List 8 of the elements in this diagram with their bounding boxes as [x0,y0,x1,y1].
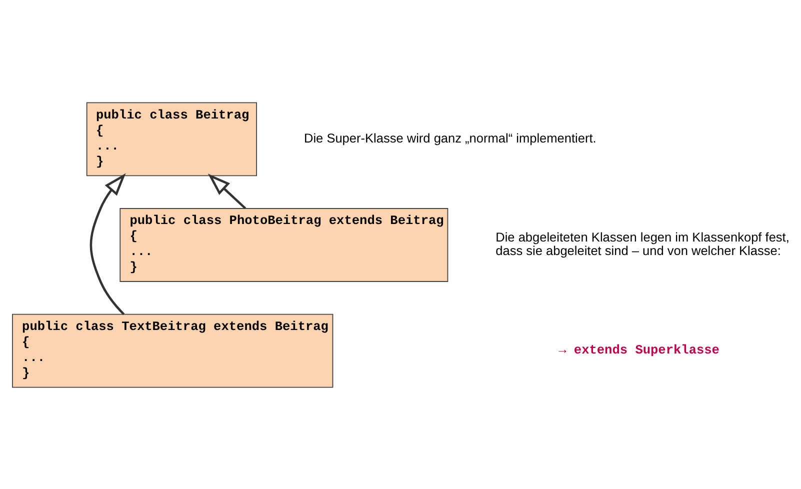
node-box: public class PhotoBeitrag extends Beitrag { ... } [120,208,448,282]
node-box: public class Beitrag { ... } [86,102,258,176]
label: → extends Superklasse [558,342,720,357]
label: Die abgeleiteten Klassen legen im Klassenkopf fest, dass sie abgeleitet sind – und von welcher Klasse: [496,229,790,258]
arrow [208,173,246,209]
arrow [90,172,126,315]
label: Die Super-Klasse wird ganz „normal“ implementiert. [304,130,596,146]
node-box: public class TextBeitrag extends Beitrag { ... } [12,313,334,388]
